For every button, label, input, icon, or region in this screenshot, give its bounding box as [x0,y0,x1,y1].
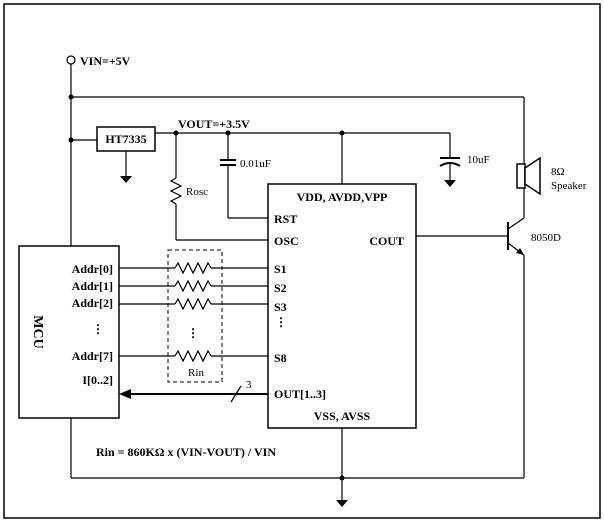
mcu-addr7: Addr[7] [72,349,113,363]
chip-pin-s8: S8 [274,351,287,365]
main-ground-icon [336,500,348,507]
diagram-frame [3,3,601,519]
bus-width-label: 3 [246,379,252,391]
speaker-coil [516,163,526,189]
vin-terminal [66,55,76,65]
cap-big-ground-icon [444,180,456,187]
addr1-line [119,279,268,293]
addr7-line [119,349,268,363]
rin-formula: Rin = 860KΩ x (VIN-VOUT) / VIN [96,445,276,459]
chip-pin-s1: S1 [274,262,287,276]
voice-chip-box [267,183,417,429]
transistor-label: 8050D [531,232,561,244]
mcu-box [18,245,120,419]
mcu-label: MCU [30,315,45,348]
mcu-addr2: Addr[2] [72,296,113,310]
chip-pin-s2: S2 [274,281,287,295]
chip-pin-dots: ⋮ [275,315,287,329]
chip-pin-osc: OSC [274,234,299,248]
speaker-icon [524,156,541,196]
vin-label: VIN=+5V [80,54,131,68]
cap-big-plate-bottom [439,162,461,167]
speaker-label: Speaker [551,180,587,192]
mcu-addr1: Addr[1] [72,279,113,293]
rosc-resistor [169,177,183,205]
out-bus-arrow-icon [119,389,131,399]
speaker-ohm-label: 8Ω [551,166,565,178]
mcu-addr-dots: ⋮ [92,322,104,336]
rin-group-box [167,249,223,383]
chip-bottom-pins: VSS, AVSS [314,409,371,423]
chip-top-pins: VDD, AVDD,VPP [297,190,388,204]
transistor-arrow-icon [516,248,524,255]
regulator-label: HT7335 [105,132,146,146]
rosc-label: Rosc [186,186,208,198]
addr2-line [119,297,268,311]
cap-big-label: 10uF [467,154,490,166]
chip-pin-rst: RST [274,212,297,226]
vout-label: VOUT=+3.5V [178,117,250,131]
mcu-io: I[0..2] [82,373,113,387]
chip-pin-out: OUT[1..3] [274,387,326,401]
rin-label: Rin [188,367,204,379]
chip-pin-s3: S3 [274,300,287,314]
addr0-line [119,261,268,275]
bus-slash [230,385,242,403]
chip-pin-cout: COUT [369,234,404,248]
mcu-addr0: Addr[0] [72,262,113,276]
reg-ground-icon [120,176,132,183]
transistor-collector [507,217,525,230]
cap-small-label: 0.01uF [240,158,271,170]
rin-dots: ⋮ [187,326,199,340]
